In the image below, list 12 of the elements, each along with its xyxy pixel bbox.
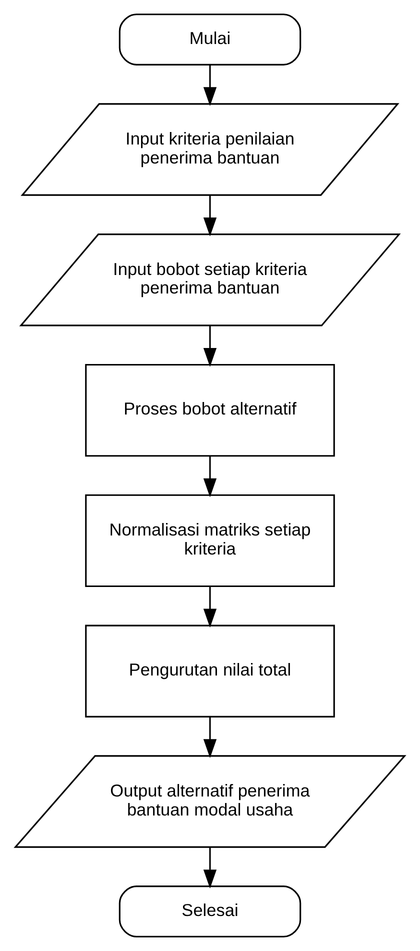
node-box: Selesai — [118, 886, 302, 938]
arrow — [203, 847, 217, 888]
arrow — [203, 586, 217, 628]
arrow — [203, 717, 217, 758]
arrow — [203, 456, 217, 498]
node-box: Pengurutan nilai total — [85, 624, 335, 718]
arrow — [203, 326, 217, 367]
node-box: Proses bobot alternatif — [85, 364, 335, 457]
node-box: Mulai — [118, 14, 302, 66]
node-box: Normalisasi matriks setiap kriteria — [85, 494, 335, 588]
arrow — [203, 64, 217, 106]
arrow — [203, 196, 217, 236]
